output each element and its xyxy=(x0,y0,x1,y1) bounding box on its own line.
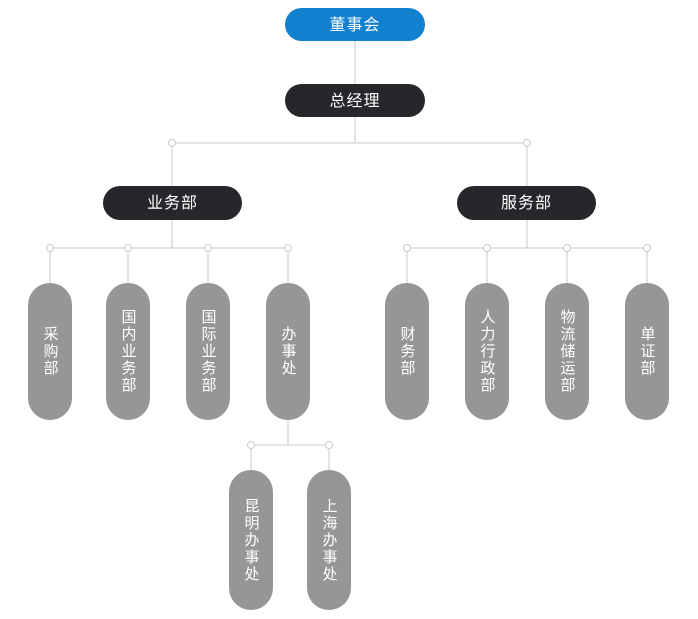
junction-office-marker xyxy=(284,244,292,252)
org-node-label-general-manager: 总经理 xyxy=(329,90,381,110)
junction-documentation-marker xyxy=(643,244,651,252)
junction-hr-marker xyxy=(483,244,491,252)
org-node-label-domestic-business-dept: 国内业务部 xyxy=(119,309,138,394)
org-node-finance-dept[interactable]: 财务部 xyxy=(385,283,429,420)
org-node-domestic-business-dept[interactable]: 国内业务部 xyxy=(106,283,150,420)
junction-shanghai-marker xyxy=(325,441,333,449)
org-node-office[interactable]: 办事处 xyxy=(266,283,310,420)
org-node-board[interactable]: 董事会 xyxy=(285,8,425,41)
org-node-label-documentation-dept: 单证部 xyxy=(638,326,657,377)
org-node-label-kunming-office: 昆明办事处 xyxy=(242,497,261,583)
junction-finance-marker xyxy=(403,244,411,252)
junction-logistics-marker xyxy=(563,244,571,252)
org-node-label-hr-admin-dept: 人力行政部 xyxy=(478,309,497,394)
org-node-business-division[interactable]: 业务部 xyxy=(103,186,242,220)
org-node-label-service-division: 服务部 xyxy=(500,193,552,213)
junction-international-marker xyxy=(204,244,212,252)
org-node-label-board: 董事会 xyxy=(329,14,381,34)
org-node-label-international-business-dept: 国际业务部 xyxy=(199,309,218,394)
org-node-international-business-dept[interactable]: 国际业务部 xyxy=(186,283,230,420)
org-node-purchasing-dept[interactable]: 采购部 xyxy=(28,283,72,420)
junction-business-marker xyxy=(168,139,176,147)
junction-purchasing-marker xyxy=(46,244,54,252)
org-node-documentation-dept[interactable]: 单证部 xyxy=(625,283,669,420)
org-node-general-manager[interactable]: 总经理 xyxy=(285,84,425,117)
org-node-label-finance-dept: 财务部 xyxy=(398,326,417,377)
junction-service-marker xyxy=(523,139,531,147)
org-node-logistics-warehouse-dept[interactable]: 物流储运部 xyxy=(545,283,589,420)
org-node-service-division[interactable]: 服务部 xyxy=(457,186,596,220)
org-node-label-office: 办事处 xyxy=(279,326,298,377)
org-node-label-shanghai-office: 上海办事处 xyxy=(320,497,339,583)
org-node-label-business-division: 业务部 xyxy=(146,193,198,213)
org-node-label-purchasing-dept: 采购部 xyxy=(41,326,60,377)
org-node-kunming-office[interactable]: 昆明办事处 xyxy=(229,470,273,610)
org-node-hr-admin-dept[interactable]: 人力行政部 xyxy=(465,283,509,420)
junction-domestic-marker xyxy=(124,244,132,252)
org-node-shanghai-office[interactable]: 上海办事处 xyxy=(307,470,351,610)
org-node-label-logistics-warehouse-dept: 物流储运部 xyxy=(558,309,577,394)
junction-kunming-marker xyxy=(247,441,255,449)
